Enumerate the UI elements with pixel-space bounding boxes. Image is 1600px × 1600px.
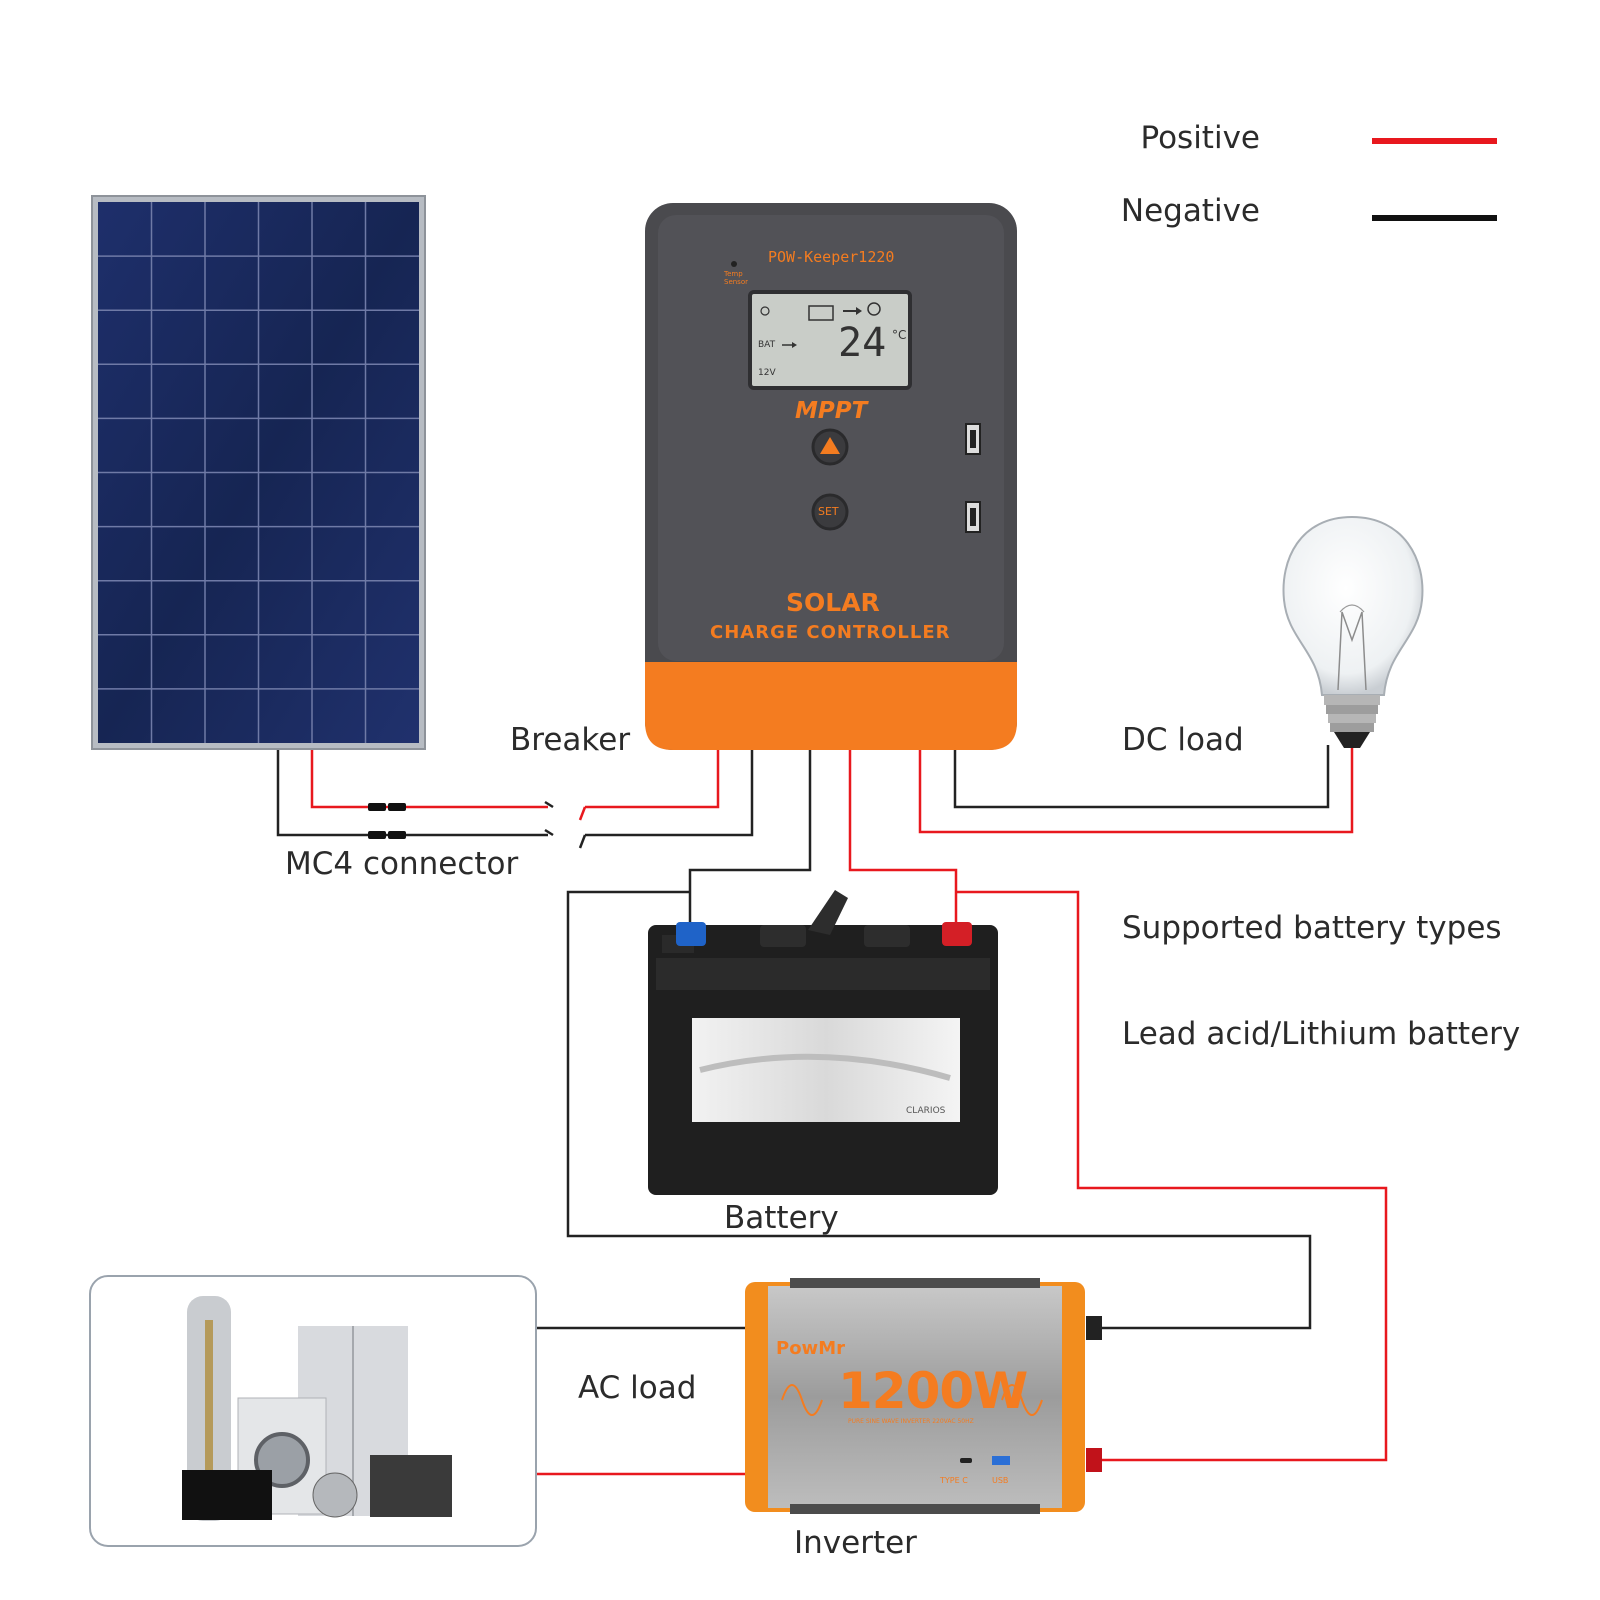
legend-positive-label: Positive: [1140, 120, 1260, 156]
battery-types-value: Lead acid/Lithium battery: [1122, 1016, 1521, 1052]
rice-cooker-icon: [312, 1472, 358, 1518]
inverter-negative-terminal: [1086, 1316, 1102, 1340]
inverter-port-usb: USB: [992, 1476, 1009, 1485]
wire-breaker-positive: [585, 748, 720, 809]
inverter-subtitle: PURE SINE WAVE INVERTER 220VAC 50HZ: [848, 1418, 974, 1425]
controller-title-line2: CHARGE CONTROLLER: [710, 622, 951, 643]
battery-positive-terminal: [942, 922, 972, 946]
lcd-battery-icon: [808, 305, 834, 321]
wires: [276, 745, 1388, 1476]
type-c-port-icon: [960, 1458, 972, 1463]
battery-label: Battery: [724, 1200, 839, 1236]
breaker-label: Breaker: [510, 722, 631, 758]
tv-icon: [182, 1470, 272, 1520]
light-bulb: [1282, 515, 1424, 748]
controller-model: POW-Keeper1220: [768, 248, 895, 266]
mppt-label: MPPT: [795, 398, 868, 424]
wire-battery-negative: [688, 748, 812, 925]
inverter-port-type-c: TYPE C: [940, 1476, 968, 1485]
set-button[interactable]: [811, 493, 849, 531]
set-button-label: SET: [818, 505, 839, 518]
lcd-unit: °C: [892, 328, 907, 342]
wire-load-negative: [953, 745, 1330, 809]
ac-load-label: AC load: [578, 1370, 697, 1406]
temp-sensor-label: Temp Sensor: [724, 270, 748, 286]
wire-panel-negative: [276, 748, 548, 837]
inverter-label: Inverter: [794, 1525, 917, 1561]
solar-panel: [91, 195, 426, 750]
wire-inverter-negative: [566, 890, 1312, 1330]
mc4-connector-label: MC4 connector: [285, 846, 519, 882]
ac-load-box: [89, 1275, 537, 1547]
lcd-value: 24: [838, 320, 887, 366]
battery-types-title: Supported battery types: [1122, 910, 1502, 946]
wire-breaker-negative: [585, 748, 754, 837]
wire-battery-positive: [848, 748, 958, 925]
appliance-icon: [370, 1455, 452, 1517]
up-arrow-icon: [820, 437, 840, 454]
lcd-display: [748, 290, 912, 390]
wire-inverter-positive: [956, 890, 1388, 1462]
wire-panel-positive: [310, 748, 548, 809]
lcd-sun-icon: [760, 306, 770, 316]
battery-negative-terminal: [676, 922, 706, 946]
dc-load-label: DC load: [1122, 722, 1244, 758]
inverter-brand: PowMr: [776, 1338, 845, 1359]
inverter-power: 1200W: [838, 1362, 1028, 1420]
usb-port-icon-inverter: [992, 1456, 1010, 1465]
battery-brand: CLARIOS: [906, 1106, 946, 1116]
lcd-voltage: 12V: [758, 368, 776, 378]
inverter-positive-terminal: [1086, 1448, 1102, 1472]
controller-title-line1: SOLAR: [786, 588, 880, 617]
wire-load-positive: [918, 745, 1354, 834]
battery: [648, 890, 998, 1195]
lcd-bat: BAT: [758, 340, 776, 350]
lcd-bulb-icon: [867, 302, 881, 316]
legend-negative-label: Negative: [1120, 193, 1260, 229]
inverter: [745, 1278, 1102, 1514]
mc4-connector: [368, 803, 406, 839]
charge-controller: [645, 203, 1017, 750]
